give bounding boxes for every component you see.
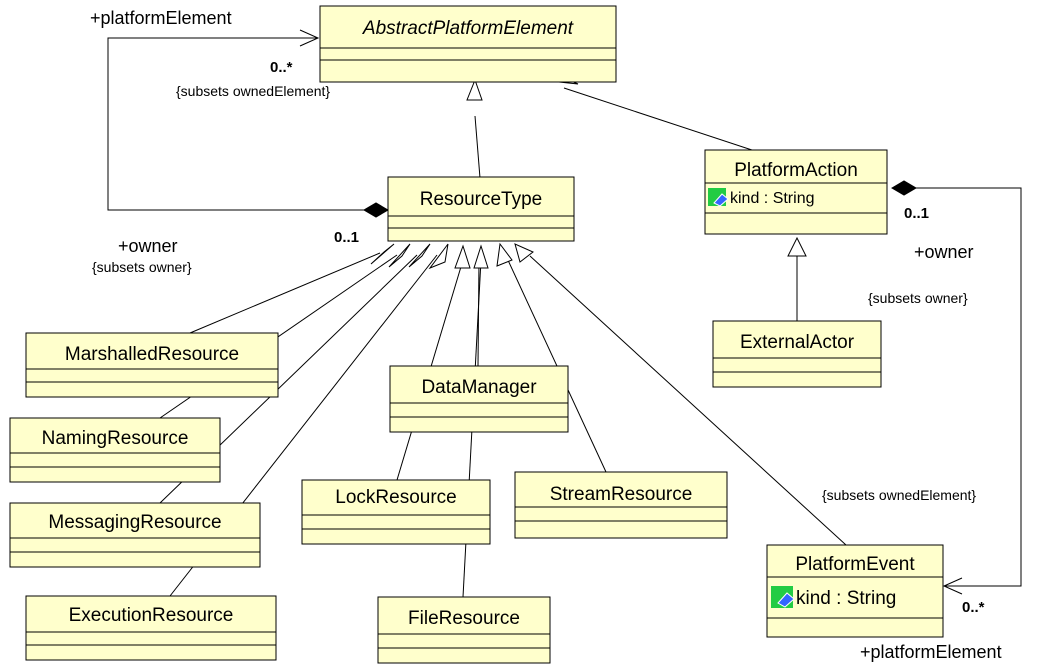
class-platform-event: PlatformEvent kind : String [766,544,944,638]
left-composition-edge [107,29,389,218]
class-external-actor: ExternalActor [712,320,882,388]
class-data-manager: DataManager [389,365,569,433]
arrowhead-marshalled [370,243,395,265]
class-name: PlatformAction [734,160,858,181]
arrowhead-file [473,244,489,269]
composition-diamond-right [891,180,917,196]
constraint-subsets-owned-element-right: {subsets ownedElement} [822,487,976,503]
class-messaging-resource: MessagingResource [9,502,261,568]
arrowhead-messaging [408,243,431,268]
arrowhead-naming [388,243,411,268]
class-stream-resource: StreamResource [514,471,728,539]
constraint-subsets-owner-left: {subsets owner} [92,259,192,275]
class-execution-resource: ExecutionResource [25,595,277,661]
class-lock-resource: LockResource [301,479,491,545]
class-file-resource: FileResource [377,596,551,664]
attribute-kind: kind : String [796,588,896,609]
right-association-labels: 0..1 +owner {subsets owner} {subsets own… [822,205,1002,662]
class-name: FileResource [408,608,520,629]
left-association-labels: +platformElement 0..* {subsets ownedElem… [90,8,359,275]
multiplicity-one-left: 0..1 [334,229,359,246]
attribute-kind: kind : String [730,190,814,207]
arrowhead-resource-to-abstract [466,78,483,101]
arrowhead-lock [454,244,471,269]
role-owner-right: +owner [914,242,974,262]
class-name: MessagingResource [48,512,221,533]
constraint-subsets-owned-element-left: {subsets ownedElement} [176,83,330,99]
class-name: ExternalActor [740,332,855,353]
arrowhead-actor-to-action [787,236,807,257]
generalization-arrowheads [370,75,807,270]
class-abstract-platform-element: AbstractPlatformElement [319,5,617,83]
composition-diamond-left [363,202,389,218]
right-composition-edge [891,180,1022,595]
class-resource-type: ResourceType [387,176,575,242]
attribute-icon [708,188,729,207]
constraint-subsets-owner-right: {subsets owner} [868,290,968,306]
attribute-icon [771,586,795,608]
multiplicity-one-right: 0..1 [904,205,929,222]
arrowhead-stream [496,242,513,267]
class-name: AbstractPlatformElement [362,18,574,39]
class-name: StreamResource [550,484,693,505]
class-name: ExecutionResource [69,605,234,626]
role-owner-left: +owner [118,236,178,256]
arrowhead-execution [428,243,449,270]
class-name: ResourceType [420,189,543,210]
role-platform-element-right: +platformElement [860,642,1002,662]
multiplicity-many-left: 0..* [270,59,293,76]
class-name: PlatformEvent [795,554,915,575]
class-name: MarshalledResource [65,344,239,365]
class-name: DataManager [421,377,537,398]
class-name: NamingResource [42,428,189,449]
class-naming-resource: NamingResource [9,417,221,483]
class-marshalled-resource: MarshalledResource [25,332,279,398]
multiplicity-many-right: 0..* [962,599,985,616]
class-name: LockResource [335,487,456,508]
class-platform-action: PlatformAction kind : String [704,149,888,235]
role-platform-element-left: +platformElement [90,8,232,28]
arrowhead-event [514,243,534,263]
